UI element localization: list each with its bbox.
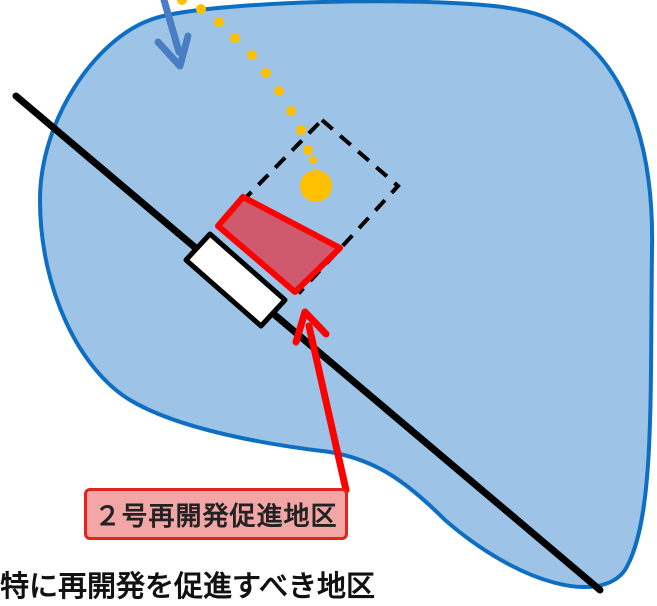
yellow-dotted-path: [177, 0, 317, 164]
yellow-point-marker: [300, 170, 332, 202]
dashed-building-outline: [215, 117, 401, 295]
district-area: [37, 0, 655, 590]
zone-label: ２号再開発促進地区: [94, 501, 338, 532]
road-line: [12, 92, 604, 594]
red-pointer-arrow-icon: [292, 308, 350, 494]
blue-arrow-icon: [154, 0, 192, 70]
caption-text: 特に再開発を促進すべき地区: [0, 569, 375, 603]
zone-label-box: ２号再開発促進地区: [84, 488, 348, 540]
white-building: [183, 231, 288, 329]
redevelopment-zone-highlight: [215, 194, 343, 295]
